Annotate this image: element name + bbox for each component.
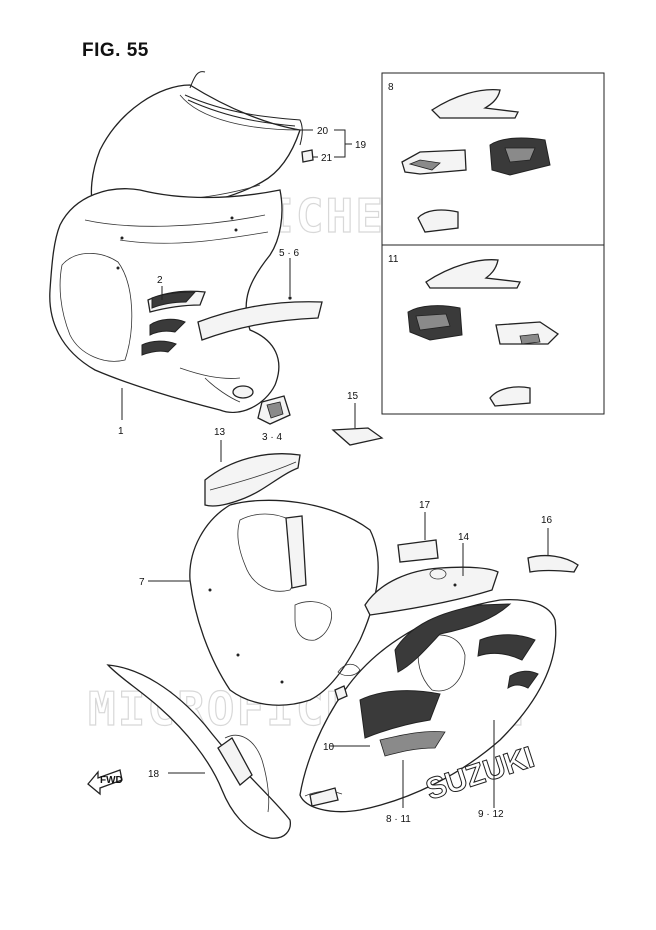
bracket-part-15: [331, 427, 384, 446]
leader-lines: [121, 129, 549, 808]
grommet-part-3-4: [257, 395, 291, 425]
callout-21: 21: [321, 153, 333, 164]
side-panel-part-18: [106, 664, 291, 839]
callout-17: 17: [419, 500, 431, 511]
windscreen-trim-strip: [184, 71, 303, 146]
callout-2: 2: [157, 275, 163, 286]
callout-20: 20: [317, 126, 329, 137]
callout-7: 7: [139, 577, 145, 588]
lower-cowling-part-10: [299, 599, 557, 813]
callout-3-4: 3 · 4: [262, 432, 282, 443]
callout-5-6: 5 · 6: [279, 248, 299, 259]
callout-18: 18: [148, 769, 160, 780]
grommet-part-21: [301, 149, 314, 163]
middle-cowling-part-7: [189, 499, 379, 706]
decal-part-2: [151, 291, 197, 309]
pad-part-17: [397, 539, 439, 563]
decal-set-11: [407, 259, 560, 407]
clip-part-10: [334, 663, 361, 701]
panel-part-14: [364, 566, 499, 616]
figure-title: FIG. 55: [82, 40, 149, 61]
fwd-arrow-icon: FWD: [87, 769, 123, 796]
inset-label-8: 8: [388, 82, 394, 93]
callout-19: 19: [355, 140, 367, 151]
callout-13: 13: [214, 427, 226, 438]
callout-10: 10: [323, 742, 335, 753]
callout-15: 15: [347, 391, 359, 402]
callout-16: 16: [541, 515, 553, 526]
inner-cover-part-13: [204, 453, 301, 507]
callout-9-12: 9 · 12: [478, 809, 504, 820]
callout-14: 14: [458, 532, 470, 543]
callout-8-11: 8 · 11: [386, 814, 411, 825]
decal-set-8: [401, 89, 551, 233]
inset-label-11: 11: [388, 254, 399, 265]
inset-box: [381, 72, 605, 415]
fwd-label: FWD: [100, 775, 123, 786]
decal-part-5-6: [197, 296, 323, 341]
clip-part-16: [527, 554, 579, 573]
callout-1: 1: [118, 426, 124, 437]
